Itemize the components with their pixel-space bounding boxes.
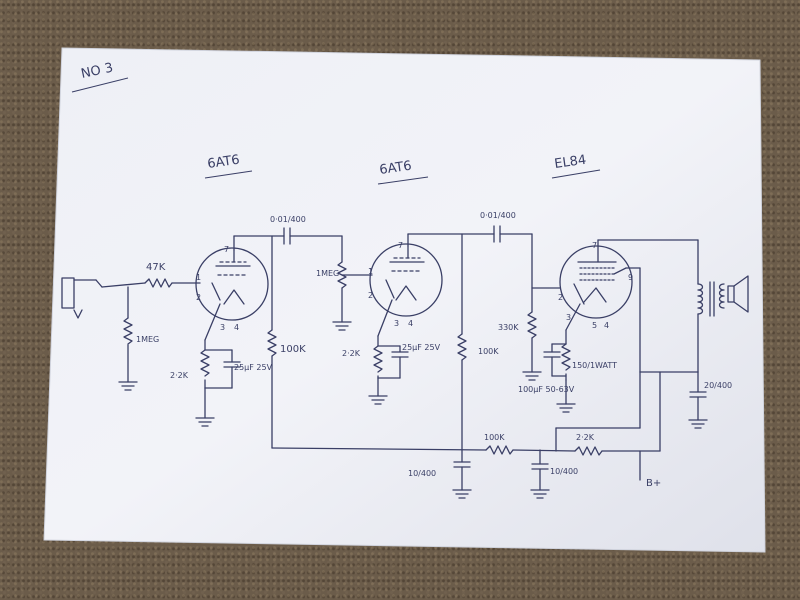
tube-title-v3: EL84 [551, 153, 601, 179]
ground-symbol [530, 489, 550, 499]
resistor-plate-v1: 100K [267, 329, 306, 357]
resistor-cathode-v3: 150/1WATT [561, 343, 617, 371]
svg-text:7: 7 [592, 241, 597, 250]
ground-symbol [452, 489, 472, 499]
tube-title-v2: 6AT6 [377, 159, 429, 185]
svg-text:4: 4 [408, 319, 413, 328]
svg-text:100µF 50-63V: 100µF 50-63V [518, 385, 575, 394]
ground-symbol [522, 371, 542, 381]
capacitor-cathode-v1: 25µF 25V [223, 349, 273, 389]
svg-text:25µF 25V: 25µF 25V [234, 363, 273, 372]
tube-v3-symbol: 7 9 2 3 5 4 [558, 241, 633, 330]
resistor-cathode-v1: 2·2K [170, 349, 210, 380]
resistor-grid-v3: 330K [498, 311, 537, 339]
svg-text:1MEG: 1MEG [316, 269, 339, 278]
svg-text:330K: 330K [498, 323, 519, 332]
svg-text:2·2K: 2·2K [576, 433, 595, 442]
svg-text:25µF 25V: 25µF 25V [402, 343, 441, 352]
ground-symbol [688, 419, 708, 429]
paper-sheet [43, 47, 766, 553]
capacitor-cathode-v2: 25µF 25V [391, 343, 441, 379]
svg-text:2·2K: 2·2K [342, 349, 361, 358]
svg-text:6AT6: 6AT6 [206, 153, 240, 172]
svg-text:2·2K: 2·2K [170, 371, 189, 380]
svg-text:0·01/400: 0·01/400 [270, 215, 306, 224]
resistor-cathode-v2: 2·2K [342, 345, 383, 373]
svg-text:0·01/400: 0·01/400 [480, 211, 516, 220]
svg-text:2: 2 [368, 291, 373, 300]
svg-text:100K: 100K [478, 347, 499, 356]
ground-symbol [368, 395, 388, 405]
tube-title-v1: 6AT6 [204, 153, 253, 179]
svg-text:100K: 100K [280, 344, 306, 355]
ground-symbol [195, 417, 215, 427]
svg-text:10/400: 10/400 [408, 469, 436, 478]
tube-v1-symbol: 7 1 2 3 4 [195, 245, 269, 332]
svg-text:3: 3 [566, 313, 571, 322]
svg-text:47K: 47K [146, 262, 166, 273]
svg-text:2: 2 [558, 293, 563, 302]
svg-text:150/1WATT: 150/1WATT [572, 361, 617, 370]
svg-text:3: 3 [220, 323, 225, 332]
input-jack [61, 277, 97, 319]
resistor-1meg-input: 1MEG [123, 317, 159, 345]
ground-symbol [118, 381, 138, 391]
ground-symbol [332, 321, 352, 331]
svg-text:6AT6: 6AT6 [378, 159, 412, 178]
svg-text:1MEG: 1MEG [136, 335, 159, 344]
b-plus-label: B+ [646, 478, 661, 489]
resistor-47k: 47K [144, 262, 173, 288]
resistor-dropper-2k2: 2·2K [574, 433, 603, 456]
resistor-dropper-100k: 100K [484, 433, 514, 455]
svg-text:9: 9 [628, 273, 633, 282]
output-transformer [697, 281, 725, 317]
svg-text:2: 2 [196, 293, 201, 302]
svg-text:5: 5 [592, 321, 597, 330]
svg-text:1: 1 [196, 273, 201, 282]
svg-text:10/400: 10/400 [550, 467, 578, 476]
svg-text:B+: B+ [646, 478, 661, 489]
svg-text:1: 1 [368, 267, 373, 276]
svg-text:3: 3 [394, 319, 399, 328]
sheet-label: NO 3 [71, 61, 129, 93]
svg-text:7: 7 [224, 245, 229, 254]
ground-symbol [556, 403, 576, 413]
svg-text:4: 4 [604, 321, 609, 330]
resistor-plate-v2: 100K [457, 333, 499, 361]
capacitor-cathode-v3: 100µF 50-63V [518, 343, 575, 394]
speaker-icon [727, 275, 749, 313]
svg-text:4: 4 [234, 323, 239, 332]
svg-text:7: 7 [398, 241, 403, 250]
svg-text:100K: 100K [484, 433, 505, 442]
svg-text:NO 3: NO 3 [80, 61, 115, 82]
svg-text:20/400: 20/400 [704, 381, 732, 390]
svg-text:EL84: EL84 [553, 153, 587, 172]
tube-v2-symbol: 7 1 2 3 4 [368, 241, 443, 328]
